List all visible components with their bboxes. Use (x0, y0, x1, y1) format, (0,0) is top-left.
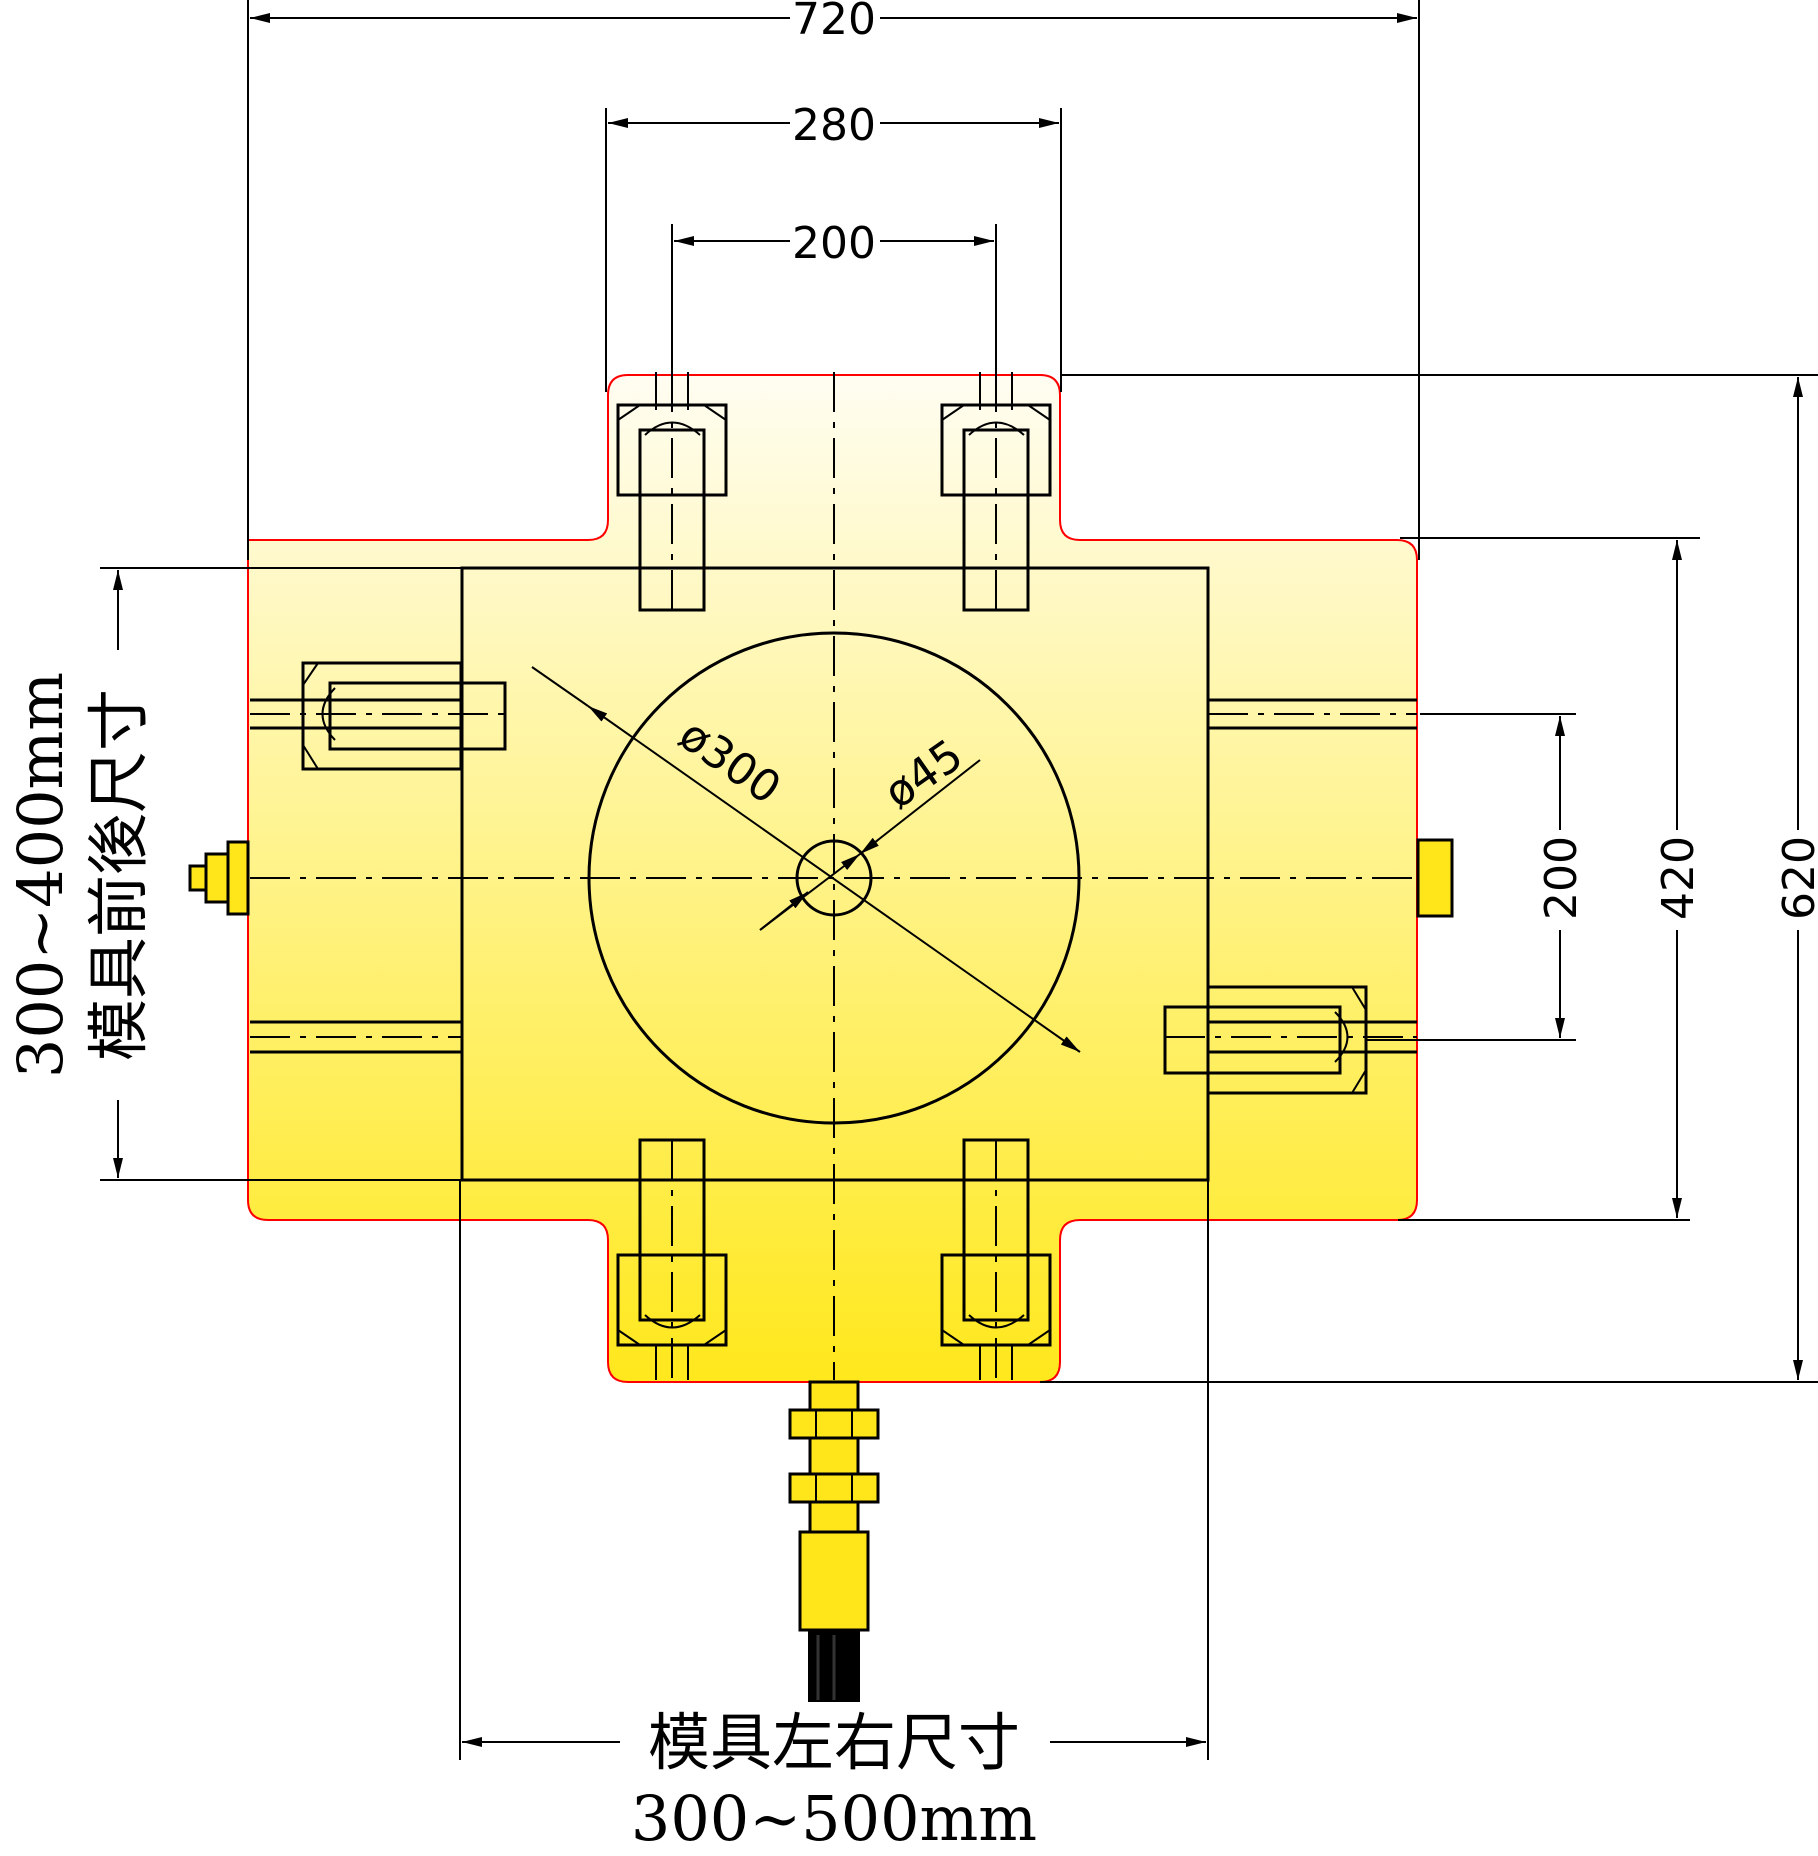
bottom-left-clamp (616, 1138, 728, 1380)
front-back-range: 300~400mm (4, 672, 77, 1078)
right-clamp (1163, 985, 1417, 1095)
dim-200-right-label: 200 (1536, 836, 1587, 920)
dim-front-back (100, 567, 462, 1181)
dia45-leader-lower (759, 891, 809, 931)
top-right-clamp (940, 372, 1052, 612)
right-upper-slot (1208, 698, 1417, 730)
bottom-right-clamp (940, 1138, 1052, 1380)
left-lower-slot (250, 1020, 462, 1054)
right-nut (1416, 838, 1454, 918)
top-left-clamp (616, 372, 728, 612)
left-right-range: 300~500mm (631, 1782, 1037, 1855)
dim-200-right (1366, 713, 1576, 1041)
dim-420 (1398, 537, 1700, 1221)
left-right-title: 模具左右尺寸 (648, 1706, 1020, 1779)
left-clamp (250, 661, 507, 771)
dim-200-top-label: 200 (792, 218, 876, 269)
dim-left-right (459, 1180, 1209, 1760)
dia45-leader-upper (859, 759, 981, 855)
dim-620-label: 620 (1774, 836, 1818, 920)
dia300-leader-ext (531, 666, 589, 707)
left-nut (188, 840, 250, 916)
dim-280 (605, 108, 1062, 392)
dim-720-label: 720 (792, 0, 876, 45)
dim-720 (247, 0, 1420, 560)
dia300-leader (587, 705, 1081, 1053)
front-back-title: 模具前後尺寸 (82, 689, 155, 1061)
dim-280-label: 280 (792, 100, 876, 151)
dim-420-label: 420 (1653, 836, 1704, 920)
dim-620 (1040, 374, 1818, 1383)
hydraulic-connector (788, 1380, 880, 1702)
dim-200-top (671, 224, 997, 372)
dia45-leader-arrow (859, 837, 879, 855)
